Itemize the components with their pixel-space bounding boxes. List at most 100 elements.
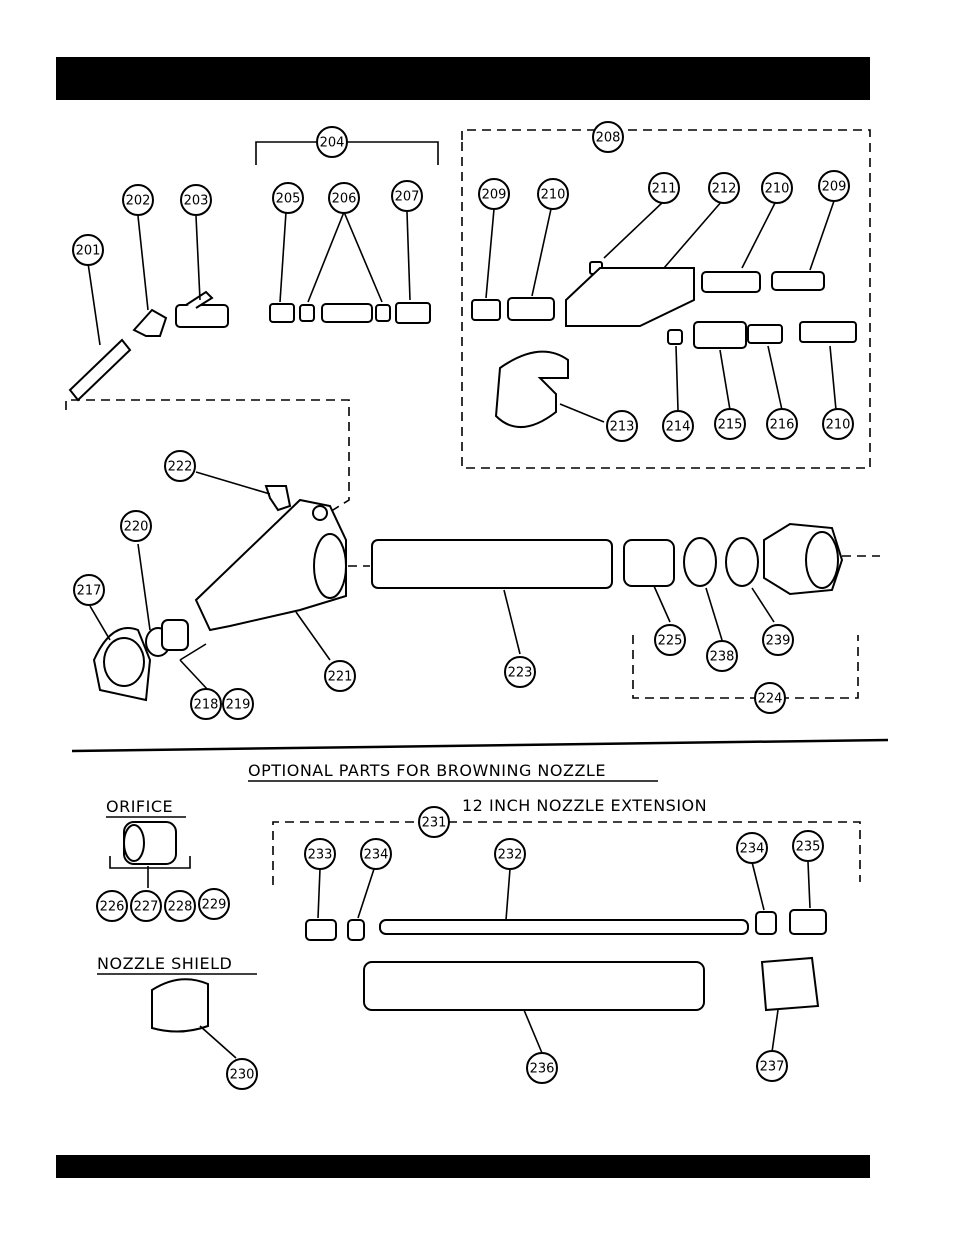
callout-number: 231 [422, 816, 447, 831]
callout-number: 224 [758, 692, 783, 707]
callout-number: 239 [766, 634, 791, 649]
callout-237: 237 [757, 1051, 787, 1081]
fittings-208 [472, 262, 856, 427]
callout-number: 202 [126, 194, 151, 209]
hose-201 [70, 340, 130, 400]
orifice-heading: ORIFICE [106, 797, 173, 816]
callout-210: 210 [823, 409, 853, 439]
callout-number: 207 [395, 190, 420, 205]
callout-229: 229 [199, 889, 229, 919]
callout-232: 232 [495, 839, 525, 869]
callout-number: 203 [184, 194, 209, 209]
callout-number: 233 [308, 848, 333, 863]
callout-number: 215 [718, 418, 743, 433]
callout-226: 226 [97, 891, 127, 921]
callout-233: 233 [305, 839, 335, 869]
callout-number: 219 [226, 698, 251, 713]
callout-212: 212 [709, 173, 739, 203]
callout-number: 221 [328, 670, 353, 685]
callout-number: 235 [796, 840, 821, 855]
valve-203 [176, 292, 228, 327]
callout-208: 208 [593, 122, 623, 152]
shield-part [152, 979, 208, 1031]
callout-number: 223 [508, 666, 533, 681]
callout-number: 227 [134, 900, 159, 915]
callout-228: 228 [165, 891, 195, 921]
extension-parts [306, 910, 826, 1010]
callout-number: 211 [652, 182, 677, 197]
nozzle-extension-heading: 12 INCH NOZZLE EXTENSION [462, 796, 707, 815]
callout-number: 206 [332, 192, 357, 207]
callout-223: 223 [505, 657, 535, 687]
callout-number: 237 [760, 1060, 785, 1075]
callout-218: 218 [191, 689, 221, 719]
callout-210: 210 [538, 179, 568, 209]
callout-204: 204 [317, 127, 347, 157]
callout-225: 225 [655, 625, 685, 655]
callout-230: 230 [227, 1059, 257, 1089]
section-divider [72, 740, 888, 751]
hose-connection-line [66, 400, 349, 515]
callout-number: 228 [168, 900, 193, 915]
callout-234: 234 [361, 839, 391, 869]
callout-number: 217 [77, 584, 102, 599]
callout-number: 234 [364, 848, 389, 863]
callout-238: 238 [707, 641, 737, 671]
elbow-202 [134, 310, 166, 336]
callout-number: 213 [610, 420, 635, 435]
callout-number: 210 [765, 182, 790, 197]
callout-number: 209 [482, 188, 507, 203]
callout-number: 220 [124, 520, 149, 535]
callout-number: 208 [596, 131, 621, 146]
callout-213: 213 [607, 411, 637, 441]
callout-number: 238 [710, 650, 735, 665]
callout-number: 212 [712, 182, 737, 197]
orifice-parts [110, 822, 190, 868]
callout-number: 225 [658, 634, 683, 649]
callout-number: 226 [100, 900, 125, 915]
callout-number: 205 [276, 192, 301, 207]
callout-number: 218 [194, 698, 219, 713]
callout-number: 204 [320, 136, 345, 151]
callout-number: 214 [666, 420, 691, 435]
callout-222: 222 [165, 451, 195, 481]
callout-201: 201 [73, 235, 103, 265]
callout-217: 217 [74, 575, 104, 605]
callout-206: 206 [329, 183, 359, 213]
callout-234: 234 [737, 833, 767, 863]
callout-number: 229 [202, 898, 227, 913]
clip-213 [496, 352, 568, 427]
callout-227: 227 [131, 891, 161, 921]
callout-216: 216 [767, 409, 797, 439]
callout-209: 209 [479, 179, 509, 209]
callout-209: 209 [819, 171, 849, 201]
nozzle-shield-heading: NOZZLE SHIELD [97, 954, 232, 973]
callout-number: 210 [826, 418, 851, 433]
callout-number: 201 [76, 244, 101, 259]
fittings-204 [270, 303, 430, 323]
callout-202: 202 [123, 185, 153, 215]
callout-235: 235 [793, 831, 823, 861]
callout-bubbles: 201 202 203 204 205 206 207 208 209 210 211 212 210 2… [73, 122, 853, 1089]
optional-parts-heading: OPTIONAL PARTS FOR BROWNING NOZZLE [248, 761, 606, 780]
callout-number: 209 [822, 180, 847, 195]
callout-number: 210 [541, 188, 566, 203]
callout-219: 219 [223, 689, 253, 719]
callout-231: 231 [419, 807, 449, 837]
callout-210: 210 [762, 173, 792, 203]
callout-236: 236 [527, 1053, 557, 1083]
callout-215: 215 [715, 409, 745, 439]
callout-number: 234 [740, 842, 765, 857]
callout-number: 216 [770, 418, 795, 433]
callout-224: 224 [755, 683, 785, 713]
callout-number: 236 [530, 1062, 555, 1077]
callout-221: 221 [325, 661, 355, 691]
callout-239: 239 [763, 625, 793, 655]
callout-207: 207 [392, 181, 422, 211]
callout-205: 205 [273, 183, 303, 213]
callout-211: 211 [649, 173, 679, 203]
callout-214: 214 [663, 411, 693, 441]
callout-number: 222 [168, 460, 193, 475]
